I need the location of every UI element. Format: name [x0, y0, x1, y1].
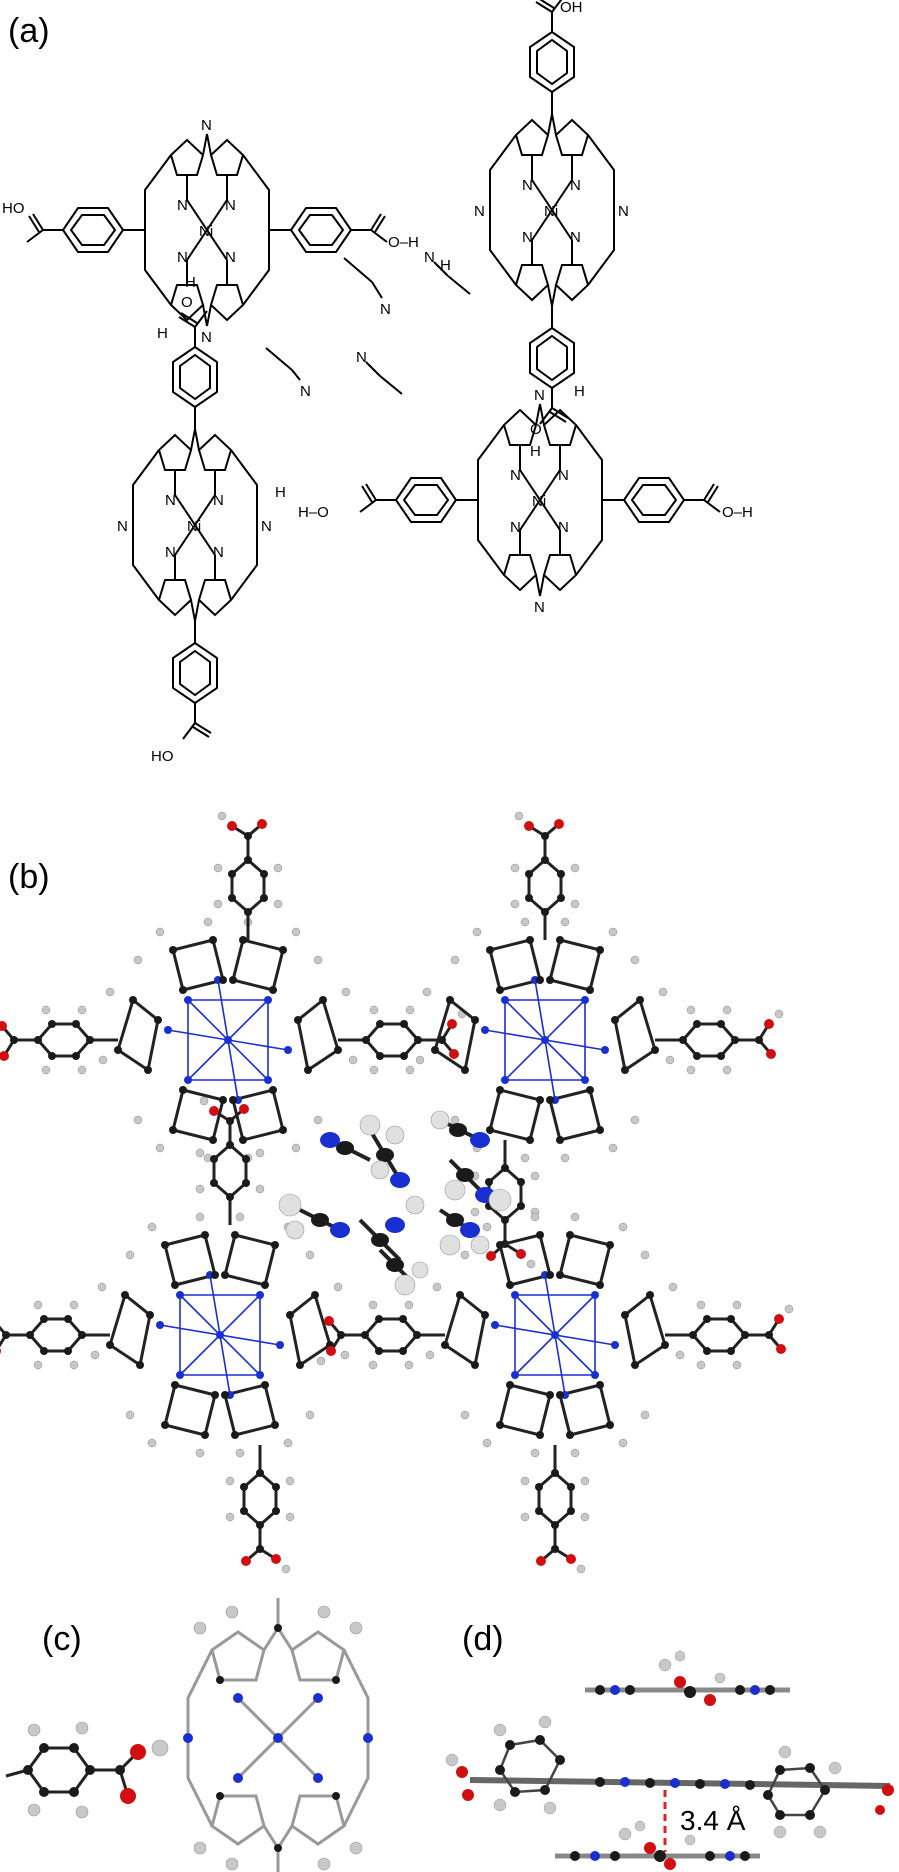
guest-acetonitriles [278, 1110, 512, 1296]
acid-ho-label: HO [151, 748, 174, 765]
porphyrin-upper-left: Ni N N N N N N H O–H HO [2, 117, 419, 346]
acid-o-label: O [530, 421, 542, 438]
n-atom-label: N [558, 467, 569, 484]
n-atom-label: N [558, 519, 569, 536]
acid-h-label: H [530, 443, 541, 460]
h-atom-label: H [275, 484, 286, 501]
acetonitrile-4: N [356, 349, 403, 395]
crystal-porphyrin-lower-left [0, 1095, 351, 1575]
n-atom-label: N [225, 197, 236, 214]
panel-a: (a) Ni N N N N N N H O–H HO Ni N N N N N… [2, 0, 753, 765]
n-atom-label: N [510, 467, 521, 484]
n-atom-label: N [510, 519, 521, 536]
crystal-porphyrin-upper-right [414, 810, 785, 1270]
n-atom-label: N [165, 492, 176, 509]
acetonitrile-2: N [424, 249, 471, 295]
acid-ho-label: HO [2, 200, 25, 217]
ni-atom-label: Ni [544, 203, 558, 220]
acid-h-label: H [185, 274, 196, 291]
panel-b: (b) [0, 810, 795, 1575]
n-atom-label: N [424, 249, 435, 266]
n-atom-label: N [213, 544, 224, 561]
n-atom-label: N [225, 249, 236, 266]
crystal-porphyrin-upper-left [0, 810, 468, 1164]
n-atom-label: N [213, 492, 224, 509]
h-atom-label: H [574, 383, 585, 400]
n-atom-label: N [177, 197, 188, 214]
porphyrin-lower-left: Ni N N N N N N H O H HO [106, 274, 286, 765]
n-atom-label: N [522, 229, 533, 246]
n-atom-label: N [570, 229, 581, 246]
stacked-layer-bottom [555, 1820, 760, 1870]
acetonitrile-1: N [343, 257, 391, 318]
acetonitrile-3: N [265, 347, 311, 400]
n-atom-label: N [570, 177, 581, 194]
ni-atom-label: Ni [187, 518, 201, 535]
porphyrin-upper-right: Ni N N N N N N H OH O H [440, 0, 641, 460]
n-atom-label: N [534, 387, 545, 404]
n-atom-label: N [522, 177, 533, 194]
ni-atom-label: Ni [199, 223, 213, 240]
h-atom-label: H [440, 257, 451, 274]
h-atom-label: H [157, 325, 168, 342]
n-atom-label: N [261, 518, 272, 535]
n-atom-label: N [177, 249, 188, 266]
panel-c: (c) [5, 1598, 373, 1872]
n-atom-label: N [474, 203, 485, 220]
porphyrin-core-fragment [183, 1598, 373, 1872]
panel-a-label: (a) [8, 12, 50, 50]
acid-o-label: O [181, 294, 193, 311]
interlayer-spacing-label: 3.4 Å [680, 1805, 746, 1836]
panel-c-label: (c) [42, 1620, 82, 1658]
panel-d: (d) [445, 1620, 894, 1870]
n-atom-label: N [534, 599, 545, 616]
n-atom-label: N [380, 301, 391, 318]
benzoic-acid-fragment [5, 1721, 169, 1819]
n-atom-label: N [117, 518, 128, 535]
n-atom-label: N [201, 329, 212, 346]
n-atom-label: N [618, 203, 629, 220]
acid-ho-label: H–O [298, 504, 329, 521]
porphyrin-lower-right: Ni N N N N N N H O–H H–O [298, 383, 753, 616]
acid-oh-label: OH [560, 0, 583, 16]
stacked-layer-middle [445, 1715, 894, 1839]
n-atom-label: N [165, 544, 176, 561]
panel-b-label: (b) [8, 858, 50, 896]
n-atom-label: N [356, 349, 367, 366]
ni-atom-label: Ni [532, 493, 546, 510]
n-atom-label: N [201, 117, 212, 134]
acid-oh-label: O–H [722, 504, 753, 521]
n-atom-label: N [300, 383, 311, 400]
panel-d-label: (d) [462, 1620, 504, 1658]
acid-oh-label: O–H [388, 234, 419, 251]
stacked-layer-top [585, 1650, 790, 1706]
